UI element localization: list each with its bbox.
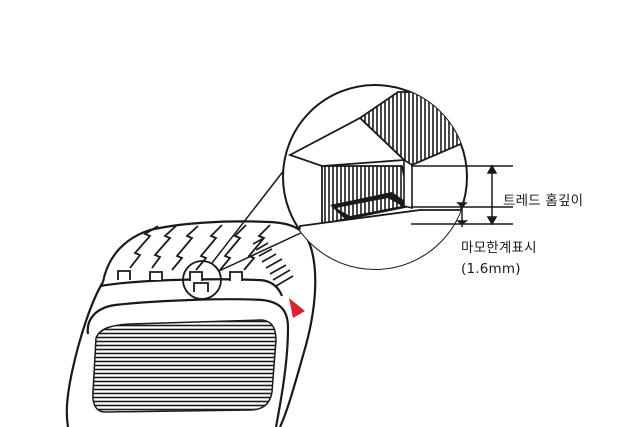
dimension-lines [411,164,513,227]
detail-focus-circle [182,260,222,300]
magnified-section [282,84,468,270]
focus-notch [193,282,209,292]
sidewall-stripes [92,319,277,413]
groove-notches [117,270,243,281]
tread-depth-label: 트레드 홈깊이 [503,193,584,209]
wear-indicator-label: 마모한계표시 [461,240,537,256]
wear-indicator-marker [289,298,305,318]
tread-grooves [129,224,271,271]
shoulder-hatch [252,237,294,287]
tire-body [65,220,317,427]
wear-indicator-value: (1.6mm) [461,261,521,277]
